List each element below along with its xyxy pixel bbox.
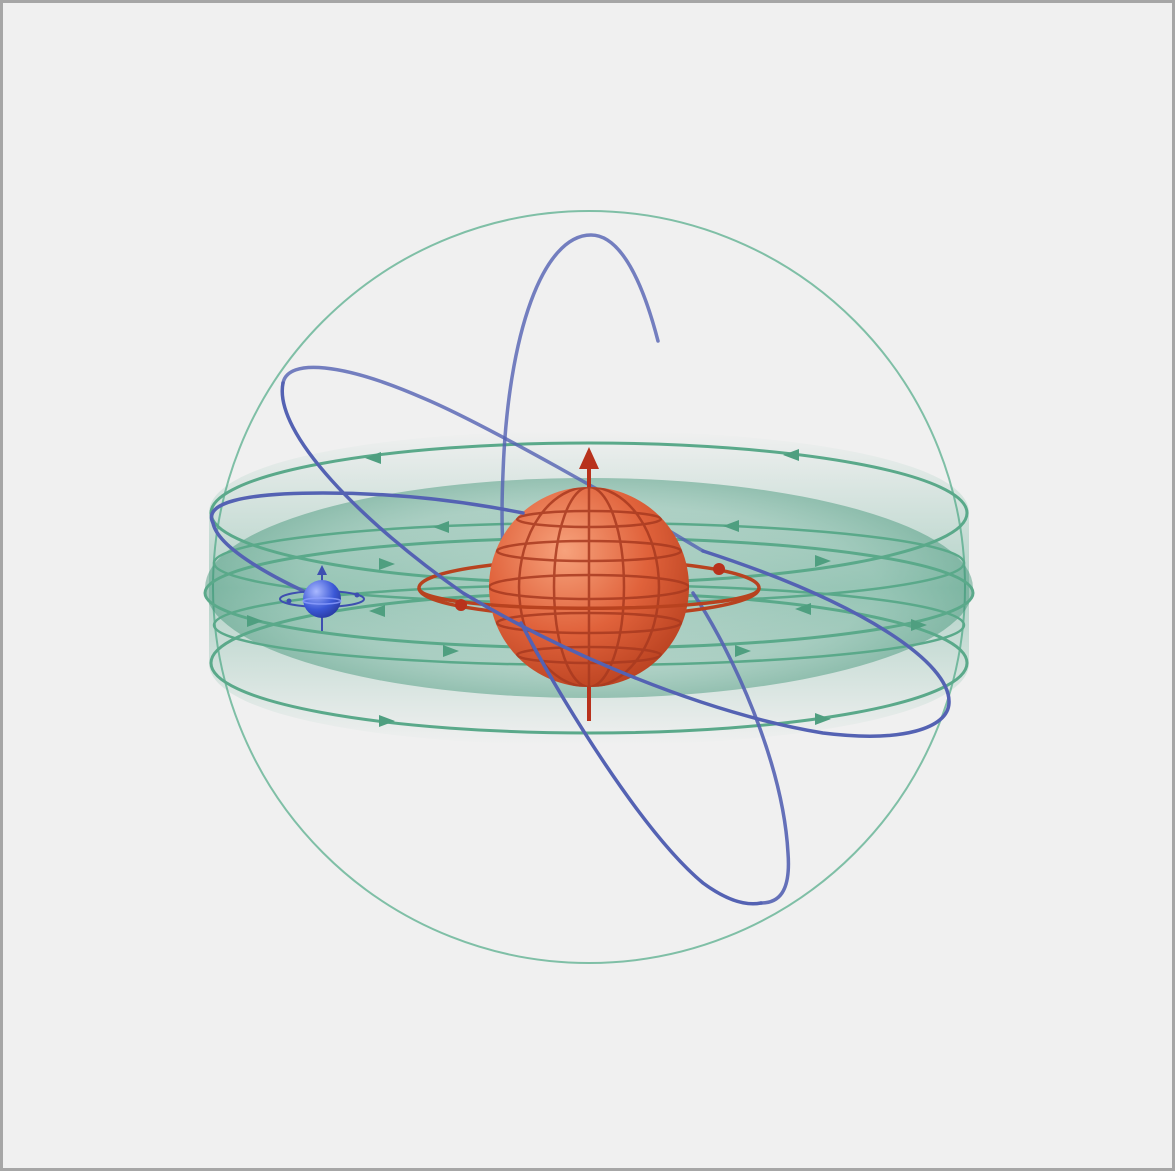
- central-body: [417, 447, 761, 721]
- arrowhead-icon: [795, 603, 811, 615]
- field-flow-arrows: [247, 449, 927, 727]
- arrowhead-icon: [247, 615, 263, 627]
- orbiting-sphere-band: [302, 597, 342, 605]
- polar-orbit-front: [519, 621, 763, 906]
- arrowhead-icon: [433, 521, 449, 533]
- arrowhead-icon: [379, 558, 395, 570]
- orbiting-sphere: [303, 580, 341, 618]
- central-rotation-ring-front: [417, 587, 761, 610]
- arrowhead-icon: [365, 452, 381, 464]
- arrowhead-icon: [369, 605, 385, 617]
- arrowhead-icon: [815, 555, 831, 567]
- orbiting-ring-marker-left: [286, 598, 292, 604]
- inclined-orbit-front: [280, 381, 951, 738]
- orbital-field-diagram: [203, 210, 975, 964]
- arrowhead-icon: [911, 619, 927, 631]
- arrowhead-icon: [443, 645, 459, 657]
- ring-marker-right: [713, 563, 725, 575]
- arrowhead-icon: [783, 449, 799, 461]
- arrowhead-icon: [379, 715, 395, 727]
- polar-orbit-lower-right: [691, 591, 791, 905]
- arrowhead-icon: [723, 520, 739, 532]
- arrowhead-icon: [815, 713, 831, 725]
- orbiting-spin-arrowhead-icon: [317, 565, 327, 575]
- ring-marker-left: [455, 599, 467, 611]
- equatorial-orbit: [209, 491, 525, 525]
- spin-axis-arrowhead-icon: [579, 447, 599, 469]
- orbits-front: [209, 381, 951, 906]
- orbiting-body: [279, 565, 365, 631]
- arrowhead-icon: [735, 645, 751, 657]
- orbiting-ring-marker-right: [354, 592, 360, 598]
